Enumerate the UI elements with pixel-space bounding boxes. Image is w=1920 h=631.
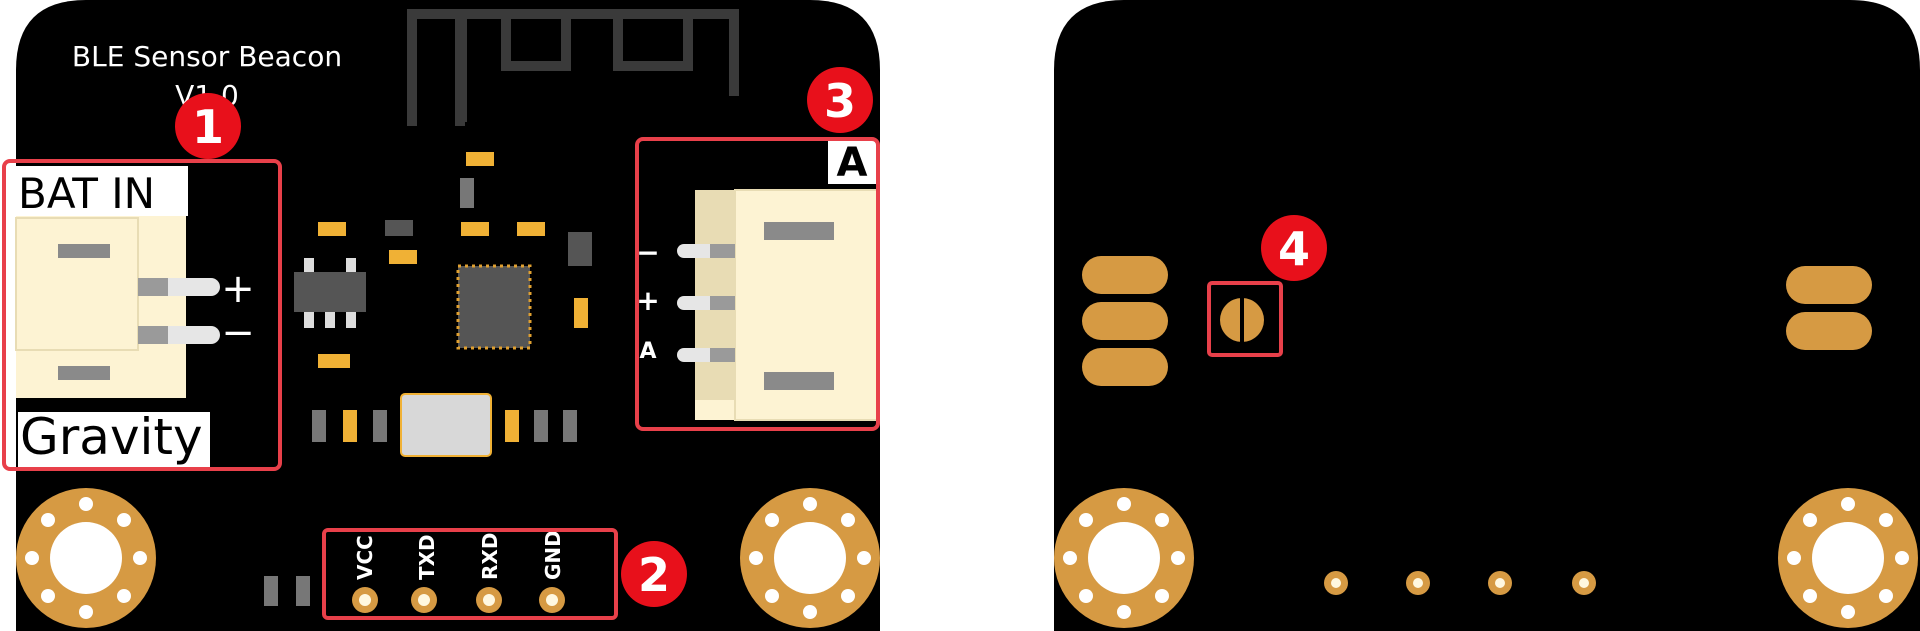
back-mount-hole-right [1778, 488, 1918, 628]
bat-label-bg [16, 166, 188, 216]
analog-badge-bg [828, 140, 876, 184]
serial-pin-label-vcc: VCC [353, 535, 377, 580]
jumper-highlight-box [1207, 281, 1283, 357]
analog-pin-label-minus: − [636, 236, 659, 269]
gravity-label-bg [18, 412, 210, 468]
back-pads-left [1082, 256, 1168, 386]
callout-1-number: 1 [192, 100, 224, 154]
front-board: BLE Sensor Beacon V1.0 BAT IN Gravity + … [2, 0, 880, 631]
bat-in-label: BAT IN [18, 169, 155, 218]
callout-3-number: 3 [824, 74, 856, 128]
callout-1: 1 [175, 93, 241, 159]
analog-highlight-box [635, 137, 880, 431]
callout-3: 3 [807, 67, 873, 133]
serial-pin-label-rxd: RXD [478, 533, 502, 580]
solder-jumper [1220, 298, 1264, 342]
callout-2: 2 [621, 541, 687, 607]
front-pcb [16, 0, 880, 631]
back-mount-hole-left [1054, 488, 1194, 628]
smd-components [264, 152, 592, 606]
analog-badge: A [837, 140, 868, 186]
analog-connector [677, 189, 878, 421]
battery-minus-label: − [221, 310, 255, 356]
gravity-label: Gravity [20, 408, 203, 466]
back-test-pads [1324, 571, 1596, 595]
back-pcb [1054, 0, 1920, 631]
callout-4-number: 4 [1278, 222, 1310, 276]
serial-pin-label-txd: TXD [415, 534, 439, 580]
serial-pin-label-gnd: GND [541, 530, 565, 580]
front-mount-hole-left [16, 488, 156, 628]
callout-2-number: 2 [638, 548, 670, 602]
antenna-trace [407, 9, 739, 126]
back-board [1054, 0, 1920, 631]
battery-plus-label: + [221, 266, 255, 312]
back-pads-right [1786, 266, 1872, 350]
serial-pin-labels: VCC TXD RXD GND [353, 530, 565, 580]
callout-4: 4 [1261, 215, 1327, 281]
front-mount-hole-right [740, 488, 880, 628]
analog-pin-label-plus: + [636, 284, 659, 317]
serial-highlight-box [322, 528, 618, 620]
serial-pin-pads [352, 587, 565, 613]
battery-highlight-box [2, 159, 282, 471]
analog-pin-label-a: A [639, 339, 656, 364]
board-title: BLE Sensor Beacon [72, 40, 342, 73]
